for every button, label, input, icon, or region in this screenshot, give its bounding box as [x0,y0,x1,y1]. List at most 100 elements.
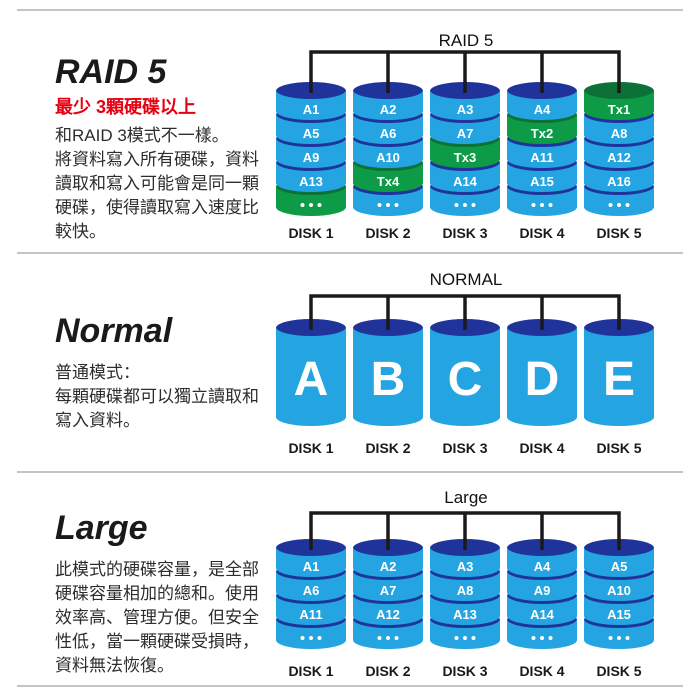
segment-label: A7 [457,126,474,141]
disk-name-label: DISK 5 [596,225,642,241]
description-line: 性低，當一顆硬碟受損時， [55,632,259,651]
disk-name-label: DISK 4 [519,225,565,241]
normal-diagram-label: NORMAL [429,270,503,289]
segment-label: A6 [303,583,320,598]
disk-name-label: DISK 2 [365,225,411,241]
description-line: 資料無法恢復。 [55,656,174,675]
disk-name-label: DISK 4 [519,663,565,679]
divider-raid5-normal [17,252,683,254]
segment-label: A15 [530,174,554,189]
segment-label: A10 [376,150,400,165]
disk-name-label: DISK 1 [288,663,334,679]
raid5-diagram-label: RAID 5 [438,31,494,50]
description-line: 和RAID 3模式不一樣。 [55,126,229,145]
raid5-subtitle: 最少 3顆硬碟以上 [55,97,197,117]
segment-label: A4 [534,559,551,574]
description-line: 每顆硬碟都可以獨立讀取和 [55,387,259,406]
description-line: 硬碟容量相加的總和。使用 [55,584,259,603]
bracket-connector-icon [309,294,621,330]
disk-name-label: DISK 3 [442,663,488,679]
raid5-title: RAID 5 [55,53,167,91]
segment-label: A14 [530,607,555,622]
segment-label: A5 [611,559,628,574]
segment-label: A2 [380,102,397,117]
section-normal: Normal 普通模式：每顆硬碟都可以獨立讀取和寫入資料。 NORMAL A DI… [0,253,700,471]
segment-label: A9 [534,583,551,598]
segment-label: A6 [380,126,397,141]
disk-letter-label: C [448,353,483,406]
large-diagram-label: Large [444,488,488,507]
segment-label: A13 [299,174,323,189]
divider-top [17,9,683,11]
description-line: 此模式的硬碟容量，是全部 [55,560,259,579]
disk-cylinder-icon: C [430,319,500,426]
segment-label: Tx1 [608,102,630,117]
description-line: 將資料寫入所有硬碟，資料 [55,150,259,169]
normal-text-column: Normal 普通模式：每顆硬碟都可以獨立讀取和寫入資料。 [55,253,283,433]
segment-label: A9 [303,150,320,165]
segment-label: A8 [457,583,474,598]
normal-description: 普通模式：每顆硬碟都可以獨立讀取和寫入資料。 [55,361,283,433]
normal-title: Normal [55,312,173,350]
disk-cylinder-icon: D [507,319,577,426]
raid5-text-column: RAID 5 最少 3顆硬碟以上 和RAID 3模式不一樣。將資料寫入所有硬碟，… [55,10,283,244]
segment-label: A16 [607,174,631,189]
raid5-description: 和RAID 3模式不一樣。將資料寫入所有硬碟，資料讀取和寫入可能會是同一顆硬碟，… [55,124,283,244]
disk-letter-label: B [371,353,406,406]
disk-cylinder-icon: E [584,319,654,426]
section-raid5: RAID 5 最少 3顆硬碟以上 和RAID 3模式不一樣。將資料寫入所有硬碟，… [0,10,700,252]
segment-label: A4 [534,102,551,117]
disk: E DISK 5 [584,319,654,456]
disk-name-label: DISK 5 [596,440,642,456]
disk-name-label: DISK 1 [288,440,334,456]
section-large: Large 此模式的硬碟容量，是全部硬碟容量相加的總和。使用效率高、管理方便。但… [0,472,700,685]
segment-label: Tx4 [377,174,400,189]
segment-label: A1 [303,102,320,117]
segment-label: A11 [530,150,553,165]
disk-name-label: DISK 4 [519,440,565,456]
description-line: 效率高、管理方便。但安全 [55,608,259,627]
segment-label: A11 [299,607,322,622]
large-title: Large [55,509,148,547]
segment-label: A7 [380,583,397,598]
disk: B DISK 2 [353,319,423,456]
disk-cylinder-icon: A [276,319,346,426]
segment-label: A15 [607,607,631,622]
description-line: 硬碟，使得讀取寫入速度比 [55,198,259,217]
large-text-column: Large 此模式的硬碟容量，是全部硬碟容量相加的總和。使用效率高、管理方便。但… [55,472,283,678]
segment-label: A3 [457,559,474,574]
disk-name-label: DISK 2 [365,440,411,456]
disk-cylinder-icon: B [353,319,423,426]
bracket-connector-icon [309,511,621,550]
bracket-connector-icon [309,50,621,93]
disk-name-label: DISK 1 [288,225,334,241]
segment-label: Tx2 [531,126,553,141]
disk: D DISK 4 [507,319,577,456]
segment-label: A3 [457,102,474,117]
segment-label: A1 [303,559,320,574]
